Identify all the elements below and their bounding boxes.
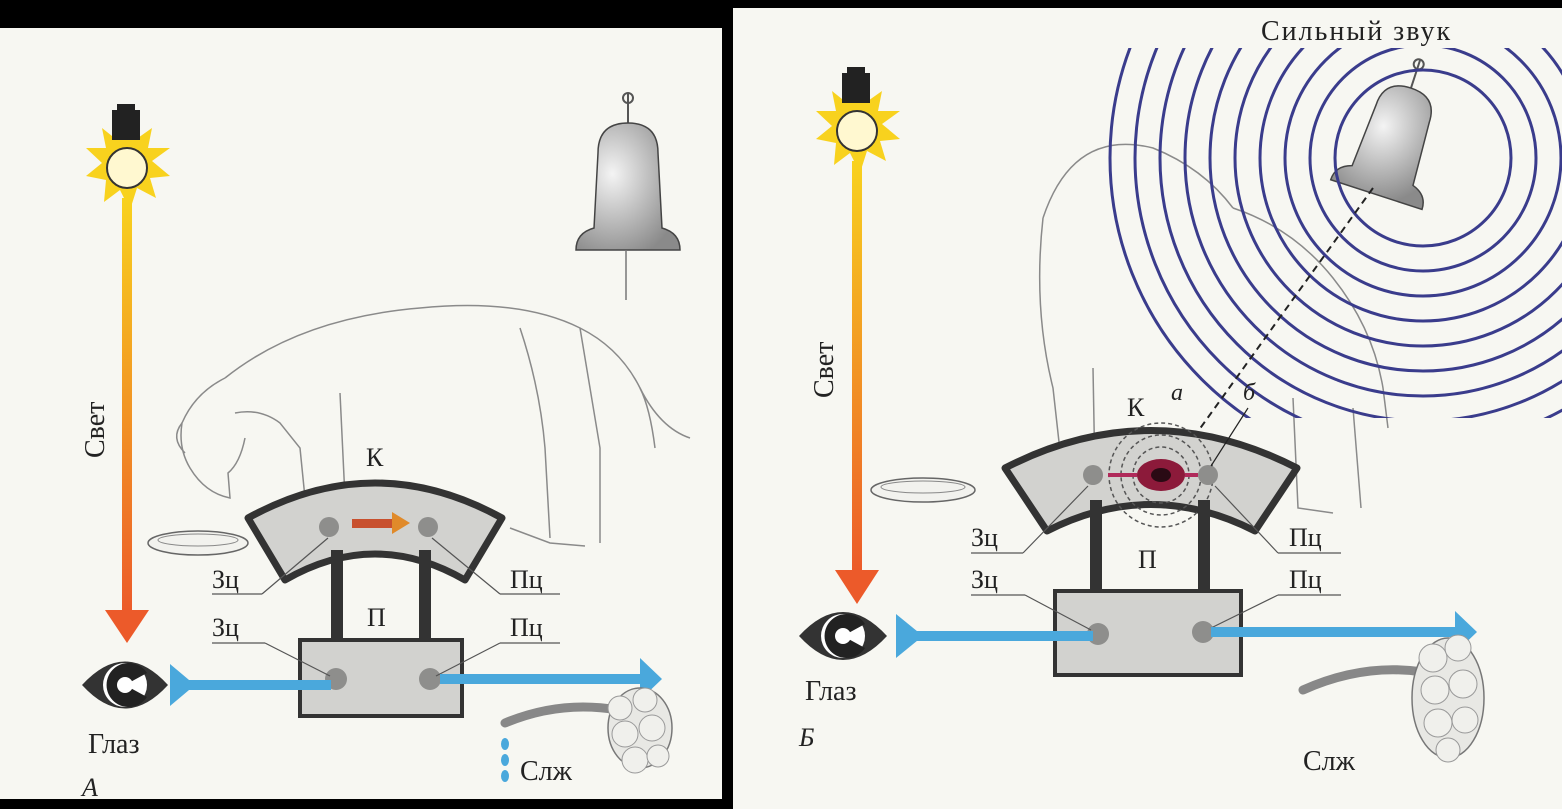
food-center-cortex-label: Пц [510, 565, 543, 594]
panel-b-drawing: Сильный звук Свет [733, 8, 1562, 809]
cortex-label: К [366, 443, 384, 472]
light-arrow [835, 161, 879, 604]
visual-center-cortex-node [1083, 465, 1103, 485]
mark-a: а [1171, 380, 1183, 406]
light-label: Свет [809, 342, 840, 398]
food-center-sub-node [1192, 621, 1214, 643]
panel-b: Сильный звук Свет [733, 8, 1562, 809]
subcortex-label: П [1138, 545, 1157, 574]
salivary-gland [1303, 635, 1484, 762]
visual-center-cortex-label: Зц [212, 565, 239, 594]
food-center-sub-node [419, 668, 441, 690]
food-center-sub-label: Пц [1289, 565, 1322, 594]
excitation-arrow [352, 519, 394, 528]
light-bulb-icon [816, 67, 900, 173]
subcortex-block [300, 640, 462, 716]
panel-a-letter: А [80, 773, 98, 799]
subcortex-label: П [367, 603, 386, 632]
sound-path-line [1168, 188, 1373, 473]
sound-label: Сильный звук [1261, 16, 1452, 47]
food-bowl [148, 531, 248, 555]
visual-center-cortex-label: Зц [971, 523, 998, 552]
food-center-sub-label: Пц [510, 613, 543, 642]
food-center-cortex-node [418, 517, 438, 537]
saliva-drops [501, 738, 509, 782]
cortex-block [248, 483, 502, 580]
visual-center-sub-label: Зц [971, 565, 998, 594]
panel-a: Свет К П Зц [0, 28, 722, 799]
bell-icon [576, 93, 680, 300]
visual-center-cortex-node [319, 517, 339, 537]
eye-label: Глаз [88, 729, 140, 760]
panel-a-drawing: Свет К П Зц [0, 28, 722, 799]
visual-center-sub-label: Зц [212, 613, 239, 642]
mark-b: б [1243, 380, 1256, 406]
eye-icon [799, 612, 887, 660]
gland-label: Слж [1303, 746, 1356, 777]
panel-b-letter: Б [798, 723, 814, 752]
light-label: Свет [80, 402, 111, 458]
light-bulb-icon [86, 104, 170, 210]
food-bowl [871, 478, 975, 502]
gland-label: Слж [520, 756, 573, 787]
eye-label: Глаз [805, 676, 857, 707]
cortex-label: К [1127, 393, 1145, 422]
food-center-cortex-node [1198, 465, 1218, 485]
light-arrow [105, 198, 149, 643]
eye-icon [82, 662, 168, 709]
food-center-cortex-label: Пц [1289, 523, 1322, 552]
